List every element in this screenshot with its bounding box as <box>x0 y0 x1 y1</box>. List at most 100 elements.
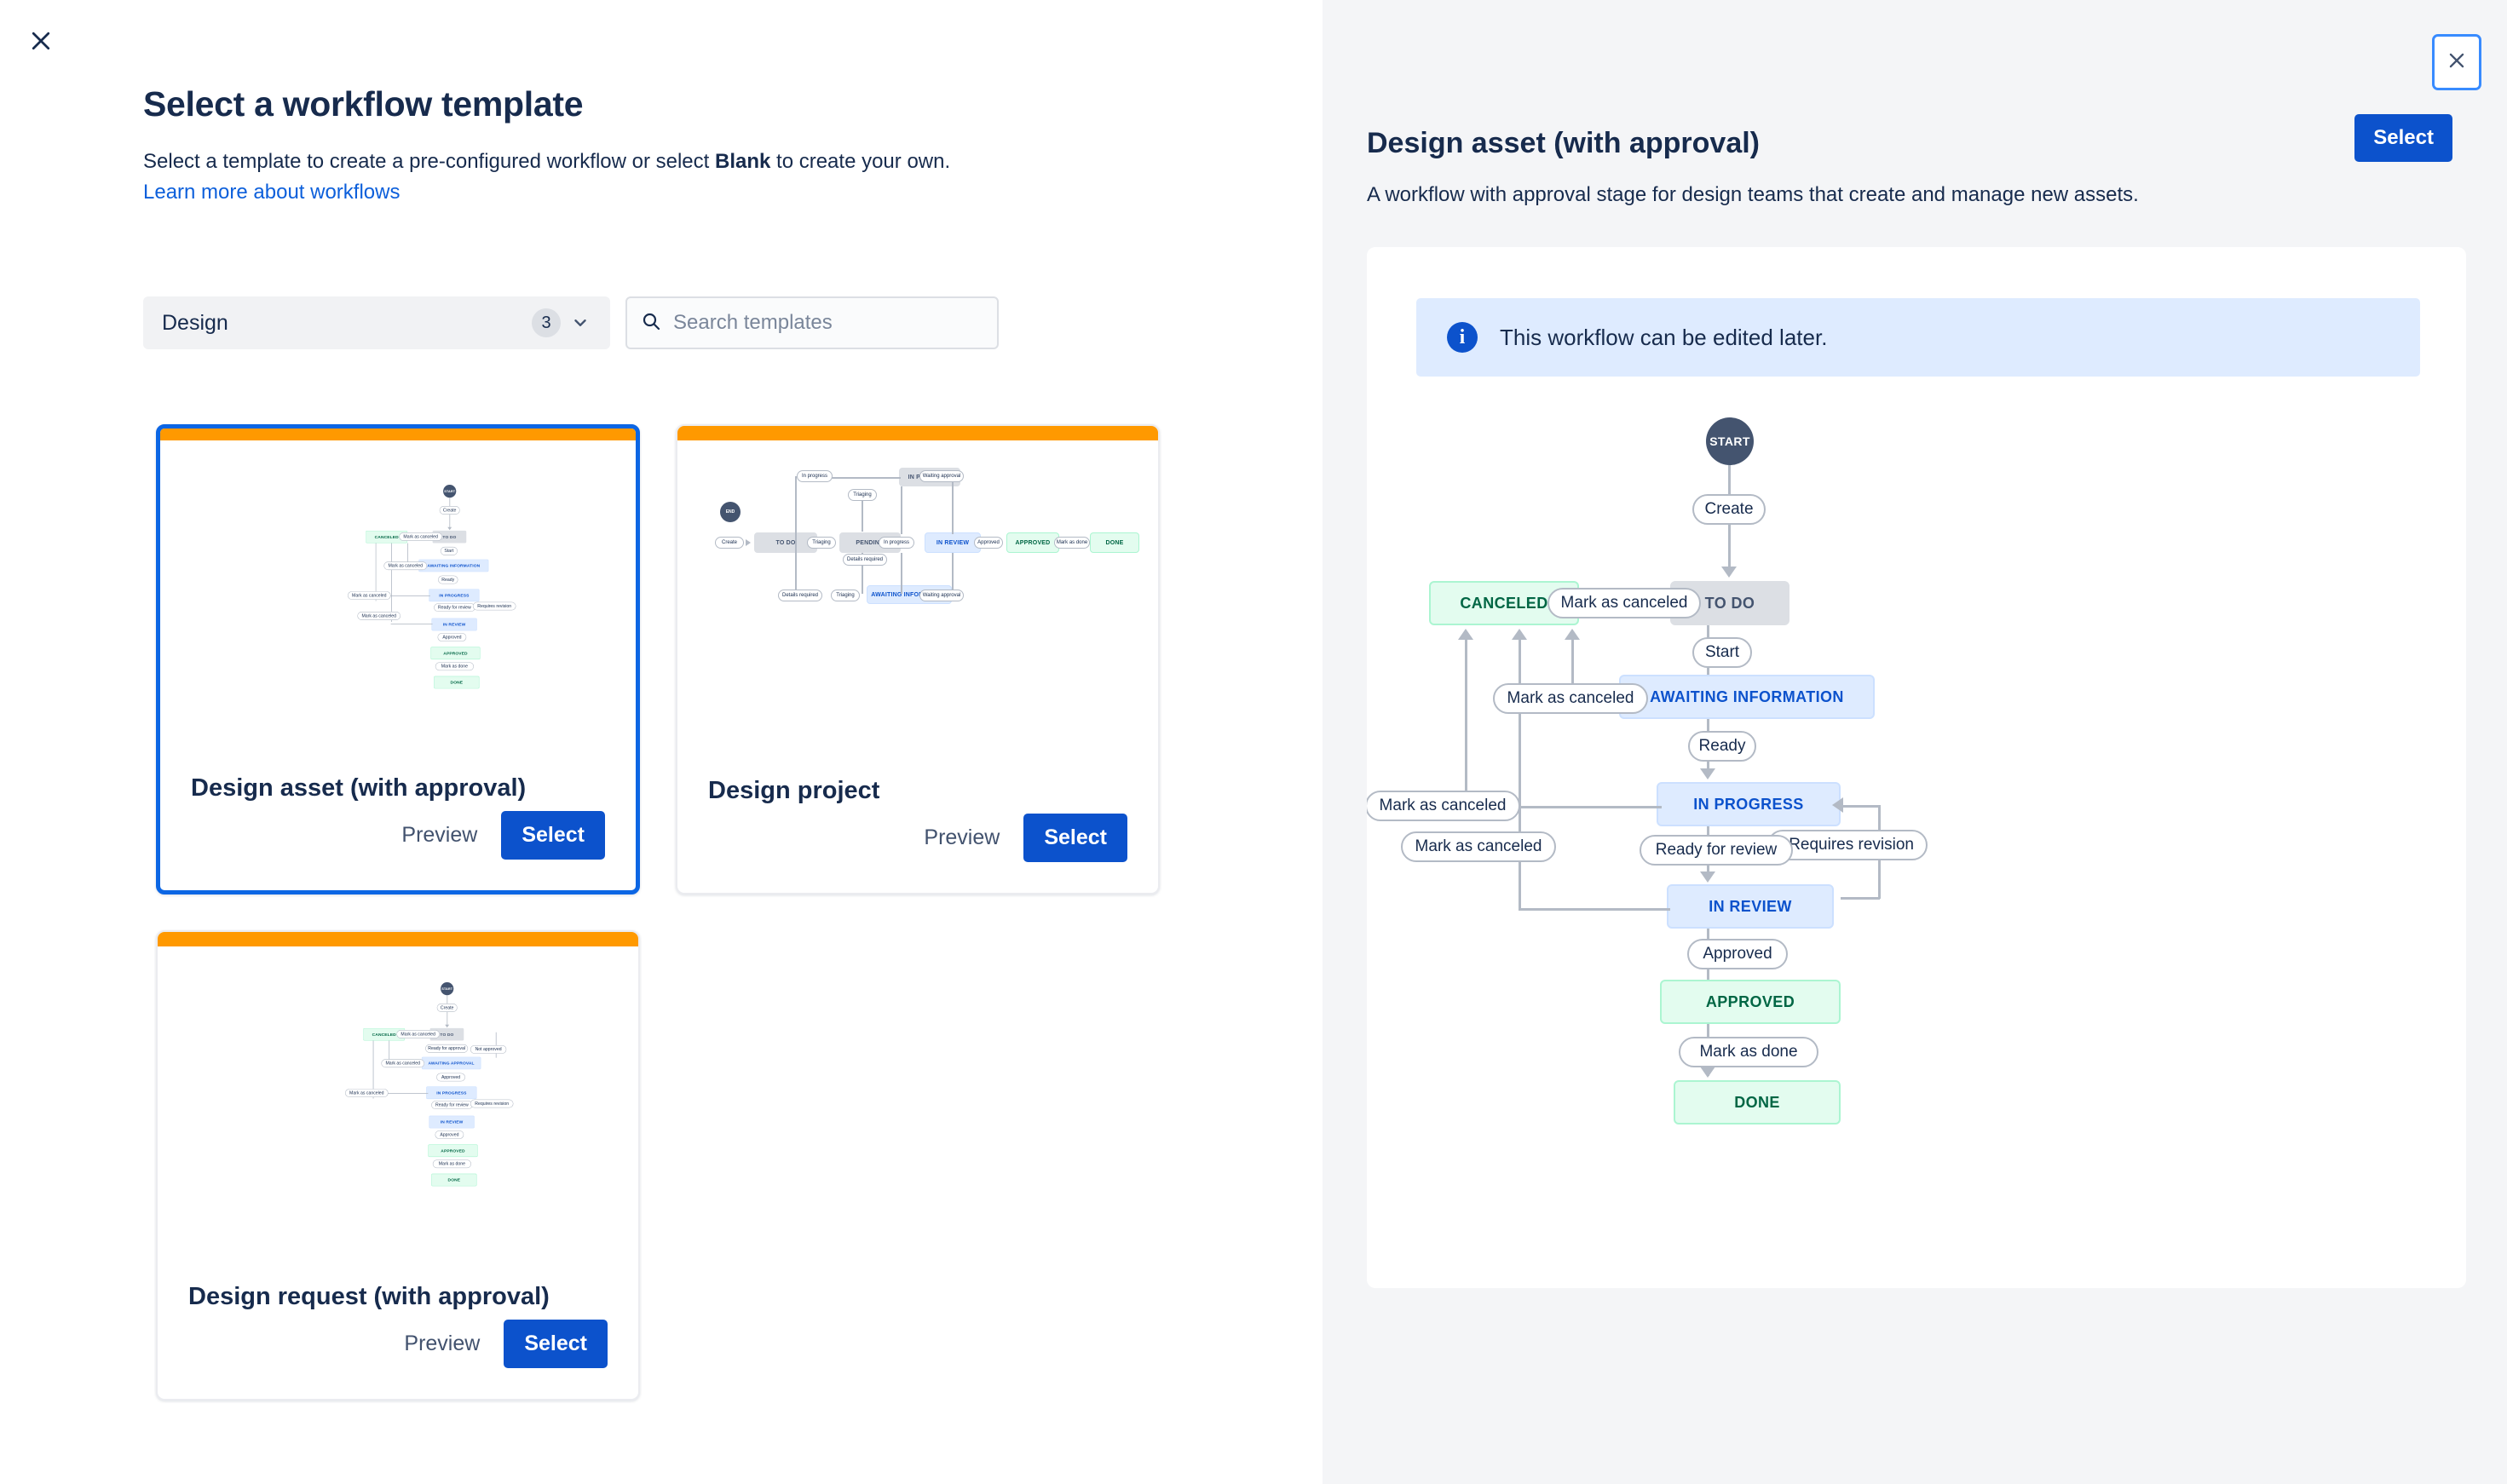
edge-progress-cancel <box>1519 806 1662 808</box>
mini-edge <box>901 553 902 594</box>
transition-ready: Ready <box>1688 731 1756 762</box>
dialog-close-button[interactable] <box>19 19 63 63</box>
preview-button[interactable]: Preview <box>908 814 1015 862</box>
mini-arrow <box>746 539 751 546</box>
transition-requires-revision: Requires revision <box>1767 830 1928 860</box>
mini-edge <box>862 496 863 532</box>
edge-revision-loop-bottom <box>1841 897 1880 900</box>
info-icon: i <box>1447 322 1478 353</box>
mini-transition-revision: Requires revision <box>472 601 516 611</box>
arrow-down-todo <box>1721 567 1737 578</box>
status-approved: APPROVED <box>1660 980 1841 1024</box>
mini-transition-ready-approval: Ready for approval <box>425 1044 469 1053</box>
chevron-down-icon <box>569 313 591 332</box>
mini-transition-not-approved: Not approved <box>470 1044 507 1054</box>
mini-edge <box>372 1093 429 1094</box>
mini-status-done: DONE <box>434 676 480 689</box>
select-button[interactable]: Select <box>1023 814 1127 862</box>
mini-status-canceled: CANCELED <box>363 1027 406 1041</box>
select-button[interactable]: Select <box>504 1320 608 1368</box>
learn-more-link[interactable]: Learn more about workflows <box>143 180 401 204</box>
arrow-up-cancel-1 <box>1458 629 1473 640</box>
mini-transition-cancel3: Mark as canceled <box>345 1089 389 1097</box>
mini-transition-triaging: Triaging <box>807 537 836 549</box>
mini-transition-waiting: Waiting approval <box>919 470 964 482</box>
mini-edge <box>952 553 954 595</box>
arrow-left-progress <box>1832 797 1843 813</box>
mini-status-progress: IN PROGRESS <box>429 589 480 602</box>
edge-approved-done <box>1707 1024 1709 1041</box>
workflow-diagram: START Create TO DO CANCELED Mark as canc… <box>1367 417 2466 1269</box>
filter-toolbar: Design 3 Search templates <box>143 296 999 349</box>
edge-awaiting-ready <box>1707 719 1709 738</box>
subtitle-text-after: to create your own. <box>770 150 951 174</box>
edge-start-awaiting <box>1707 666 1709 676</box>
mini-status-review: IN REVIEW <box>431 618 477 631</box>
transition-mark-canceled-1: Mark as canceled <box>1547 588 1701 618</box>
edge-start-create <box>1728 465 1731 499</box>
mini-transition-approved: Approved <box>437 633 467 641</box>
template-card-design-project[interactable]: END Create TO DO Triaging PENDING In pro… <box>676 424 1160 894</box>
mini-transition-revision: Requires revision <box>470 1099 514 1108</box>
arrow-up-cancel-2 <box>1512 629 1527 640</box>
mini-status-approved: APPROVED <box>428 1144 478 1158</box>
mini-start-node: START <box>441 982 454 996</box>
mini-arrow <box>447 526 452 531</box>
category-dropdown[interactable]: Design 3 <box>143 296 610 349</box>
subtitle-text-before: Select a template to create a pre-config… <box>143 150 715 174</box>
mini-transition-done: Mark as done <box>432 1159 471 1169</box>
mini-edge <box>390 595 430 596</box>
edge-progress-review <box>1707 826 1709 842</box>
mini-transition-triaging3: Triaging <box>831 590 860 601</box>
mini-status-canceled: CANCELED <box>366 530 408 544</box>
mini-transition-approved: Approved <box>435 1130 464 1139</box>
mini-transition-ready: Ready <box>438 575 458 584</box>
mini-transition-inprogress2: In progress <box>879 537 914 549</box>
dialog-subtitle: Select a template to create a pre-config… <box>143 147 1251 177</box>
mini-transition-cancel4: Mark as canceled <box>357 612 401 620</box>
preview-panel-close-button[interactable] <box>2432 34 2481 90</box>
close-icon <box>2446 49 2468 76</box>
preview-button[interactable]: Preview <box>386 811 493 860</box>
mini-edge <box>407 543 408 565</box>
transition-mark-canceled-2: Mark as canceled <box>1493 683 1648 714</box>
mini-edge <box>495 1032 497 1058</box>
select-button[interactable]: Select <box>501 811 605 860</box>
card-thumbnail-design-asset: START Create TO DO CANCELED Mark as canc… <box>160 440 636 774</box>
transition-mark-as-done: Mark as done <box>1679 1037 1818 1067</box>
transition-start: Start <box>1692 637 1752 668</box>
mini-transition-create: Create <box>715 537 744 549</box>
arrow-down-done <box>1700 1067 1715 1078</box>
search-placeholder: Search templates <box>673 311 833 334</box>
mini-transition-triaging2: Triaging <box>848 489 877 501</box>
mini-transition-review: Ready for review <box>431 1101 473 1110</box>
mini-edge <box>449 514 451 528</box>
card-color-stripe <box>677 426 1158 440</box>
status-in-progress: IN PROGRESS <box>1657 782 1841 826</box>
card-color-stripe <box>158 932 638 946</box>
info-banner: i This workflow can be edited later. <box>1416 298 2420 377</box>
panel-select-button[interactable]: Select <box>2354 114 2452 162</box>
mini-transition-create: Create <box>436 1004 458 1012</box>
mini-status-awaiting: AWAITING INFORMATION <box>418 559 489 572</box>
mini-transition-start: Start <box>440 546 458 555</box>
mini-transition-review: Ready for review <box>434 603 475 613</box>
edge-revision-loop-top <box>1841 805 1880 808</box>
diagram-start-node: START <box>1706 417 1754 465</box>
card-title: Design asset (with approval) <box>191 774 527 802</box>
edge-cancel-rail-2 <box>1519 639 1521 910</box>
preview-panel-title: Design asset (with approval) <box>1367 127 1760 159</box>
mini-status-progress: IN PROGRESS <box>426 1086 477 1100</box>
edge-review-cancel <box>1519 908 1670 911</box>
mini-transition-done: Mark as done <box>1054 537 1090 549</box>
card-actions: Preview Select <box>160 811 636 890</box>
template-card-design-request[interactable]: START Create TO DO CANCELED Mark as canc… <box>156 930 640 1401</box>
card-title: Design request (with approval) <box>188 1283 550 1310</box>
mini-start-node: END <box>720 502 741 522</box>
status-in-review: IN REVIEW <box>1667 884 1834 929</box>
mini-transition-waiting2: Waiting approval <box>919 590 964 601</box>
preview-button[interactable]: Preview <box>389 1320 495 1368</box>
search-templates-input[interactable]: Search templates <box>625 296 999 349</box>
template-card-design-asset[interactable]: START Create TO DO CANCELED Mark as canc… <box>156 424 640 894</box>
search-icon <box>641 311 661 336</box>
